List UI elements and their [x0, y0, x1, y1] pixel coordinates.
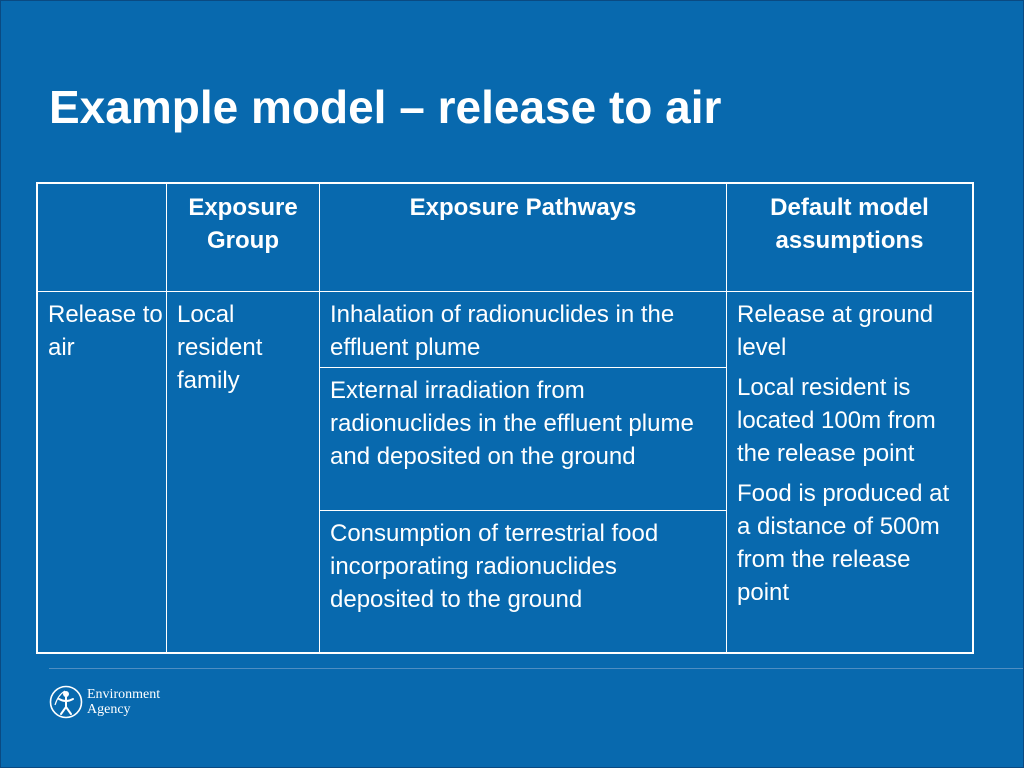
category-cell: Release to air — [48, 301, 163, 361]
logo-line2: Agency — [87, 702, 131, 717]
assumption-item: Local resident is located 100m from the … — [737, 374, 936, 467]
table-column-divider — [726, 184, 727, 652]
table-row-divider — [319, 367, 727, 368]
table-column-divider — [319, 184, 320, 652]
environment-agency-logo: Environment Agency — [49, 685, 160, 719]
table-row-divider — [319, 510, 727, 511]
assumptions-cell: Release at ground level Local resident i… — [737, 298, 969, 616]
exposure-table: Exposure Group Exposure Pathways Default… — [36, 182, 974, 654]
header-exposure-pathways: Exposure Pathways — [409, 194, 637, 221]
pathway-cell: External irradiation from radionuclides … — [330, 377, 694, 470]
exposure-group-cell: Local resident family — [177, 301, 263, 394]
table-column-divider — [166, 184, 167, 652]
pathway-cell: Inhalation of radionuclides in the efflu… — [330, 301, 675, 361]
logo-line1: Environment — [87, 687, 161, 702]
header-exposure-group: Exposure Group — [188, 194, 298, 254]
slide-title: Example model – release to air — [49, 81, 722, 133]
assumption-item: Release at ground level — [737, 301, 934, 361]
logo-wordmark: Environment Agency — [87, 687, 160, 717]
pathway-cell: Consumption of terrestrial food incorpor… — [330, 520, 659, 613]
footer-divider — [49, 668, 1023, 669]
table-header-divider — [38, 291, 972, 292]
environment-agency-emblem-icon — [49, 685, 83, 719]
assumption-item: Food is produced at a distance of 500m f… — [737, 480, 950, 606]
header-default-assumptions: Default model assumptions — [770, 194, 929, 254]
